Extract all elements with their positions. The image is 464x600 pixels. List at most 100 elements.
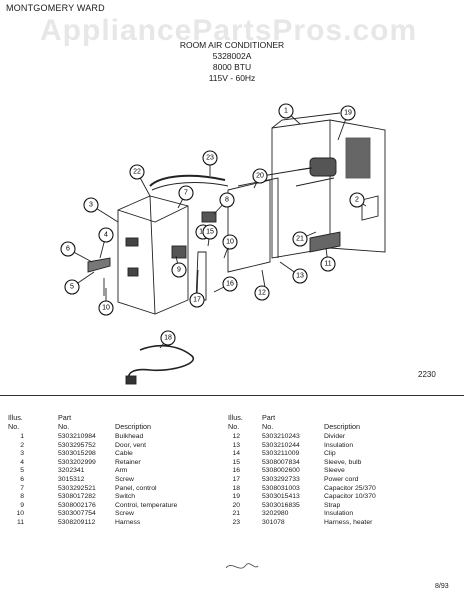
svg-text:9: 9 [177, 267, 181, 274]
part-description: Clip [324, 450, 336, 458]
svg-text:11: 11 [324, 261, 331, 268]
part-number: 5303015413 [262, 493, 300, 501]
part-number: 3202341 [58, 467, 85, 475]
part-number: 5303015298 [58, 450, 96, 458]
svg-text:18: 18 [164, 335, 172, 342]
illus-number: 19 [232, 493, 240, 501]
callout-13: 13 [292, 268, 308, 284]
part-description: Panel, control [115, 484, 157, 492]
callout-9: 9 [171, 262, 187, 278]
part-number: 5308209112 [58, 519, 96, 526]
illus-number: 21 [232, 510, 240, 518]
svg-text:10: 10 [226, 239, 234, 246]
callout-18: 18 [160, 330, 176, 346]
callout-17: 17 [189, 292, 205, 308]
callout-5: 5 [64, 279, 80, 295]
svg-text:17: 17 [193, 297, 201, 304]
part-description: Door, vent [115, 441, 146, 449]
illus-number: 12 [232, 433, 240, 440]
svg-text:7: 7 [184, 190, 188, 197]
illus-number: 3 [20, 450, 24, 458]
callout-19: 19 [340, 105, 356, 121]
part-description: Control, temperature [115, 501, 178, 509]
part-number: 5303211009 [262, 450, 300, 458]
part-number: 5303292733 [262, 476, 300, 483]
part-description: Harness, heater [324, 519, 373, 526]
date-code: 8/93 [435, 583, 449, 590]
part-description: Sleeve, bulb [324, 458, 362, 466]
svg-text:10: 10 [102, 305, 110, 312]
svg-text:2: 2 [355, 197, 359, 204]
watermark: AppliancePartsPros.com [40, 14, 418, 47]
col-illus-header-right: Illus.No. [228, 413, 243, 431]
illus-number: 10 [16, 510, 24, 518]
callout-12: 12 [254, 285, 270, 301]
svg-text:22: 22 [133, 169, 141, 176]
svg-text:23: 23 [206, 155, 214, 162]
part-description: Retainer [115, 458, 141, 466]
vent-door-shape [361, 195, 379, 221]
callout-15: 15 [202, 224, 218, 240]
part-description: Screw [115, 476, 134, 483]
col-desc-header-right: Description [324, 422, 360, 431]
part-description: Switch [115, 493, 136, 501]
callout-6: 6 [60, 241, 76, 257]
callout-16: 16 [222, 276, 238, 292]
callout-10: 10 [222, 234, 238, 250]
illus-number: 8 [20, 493, 24, 501]
svg-text:16: 16 [226, 281, 234, 288]
part-number: 5303210244 [262, 441, 300, 449]
callout-4: 4 [98, 227, 114, 243]
svg-text:4: 4 [104, 232, 108, 239]
callout-21: 21 [292, 231, 308, 247]
svg-text:8: 8 [225, 197, 229, 204]
brand-name: MONTGOMERY WARD [6, 3, 105, 13]
part-description: Capacitor 10/370 [324, 493, 376, 501]
part-number: 5303202999 [58, 458, 96, 466]
part-number: 5303292521 [58, 484, 96, 492]
part-number: 5303295752 [58, 441, 96, 449]
svg-text:21: 21 [296, 236, 304, 243]
model-number: 5328002A [212, 51, 252, 61]
callout-10: 10 [98, 300, 114, 316]
svg-text:15: 15 [206, 229, 214, 236]
vent-opening [345, 137, 371, 179]
capacitor-shape [309, 157, 337, 177]
part-description: Power cord [324, 476, 359, 483]
illus-number: 14 [232, 450, 240, 458]
part-description: Capacitor 25/370 [324, 484, 376, 492]
callout-23: 23 [202, 150, 218, 166]
part-number: 5308002176 [58, 501, 96, 509]
illus-number: 15 [232, 458, 240, 466]
document-title: ROOM AIR CONDITIONER [179, 40, 285, 50]
illus-number: 18 [232, 484, 240, 492]
callout-7: 7 [178, 185, 194, 201]
illus-number: 13 [232, 441, 240, 449]
illus-number: 2 [20, 441, 24, 449]
col-desc-header-left: Description [115, 422, 151, 431]
part-number: 5303016835 [262, 501, 300, 509]
svg-text:3: 3 [89, 202, 93, 209]
svg-text:6: 6 [66, 246, 70, 253]
svg-text:19: 19 [344, 110, 352, 117]
part-number: 3015312 [58, 476, 85, 483]
part-number: 301078 [262, 519, 285, 526]
part-description: Sleeve [324, 467, 345, 475]
part-number: 5303210243 [262, 433, 300, 440]
callout-8: 8 [219, 192, 235, 208]
part-description: Arm [115, 467, 128, 475]
part-description: Bulkhead [115, 433, 144, 440]
part-number: 5308007834 [262, 458, 300, 466]
svg-text:20: 20 [256, 173, 264, 180]
callout-2: 2 [349, 192, 365, 208]
part-description: Divider [324, 433, 346, 440]
illus-number: 23 [232, 519, 240, 526]
callout-22: 22 [129, 164, 145, 180]
svg-text:12: 12 [258, 290, 266, 297]
part-number: 5308017282 [58, 493, 96, 501]
illus-number: 5 [20, 467, 24, 475]
callout-3: 3 [83, 197, 99, 213]
